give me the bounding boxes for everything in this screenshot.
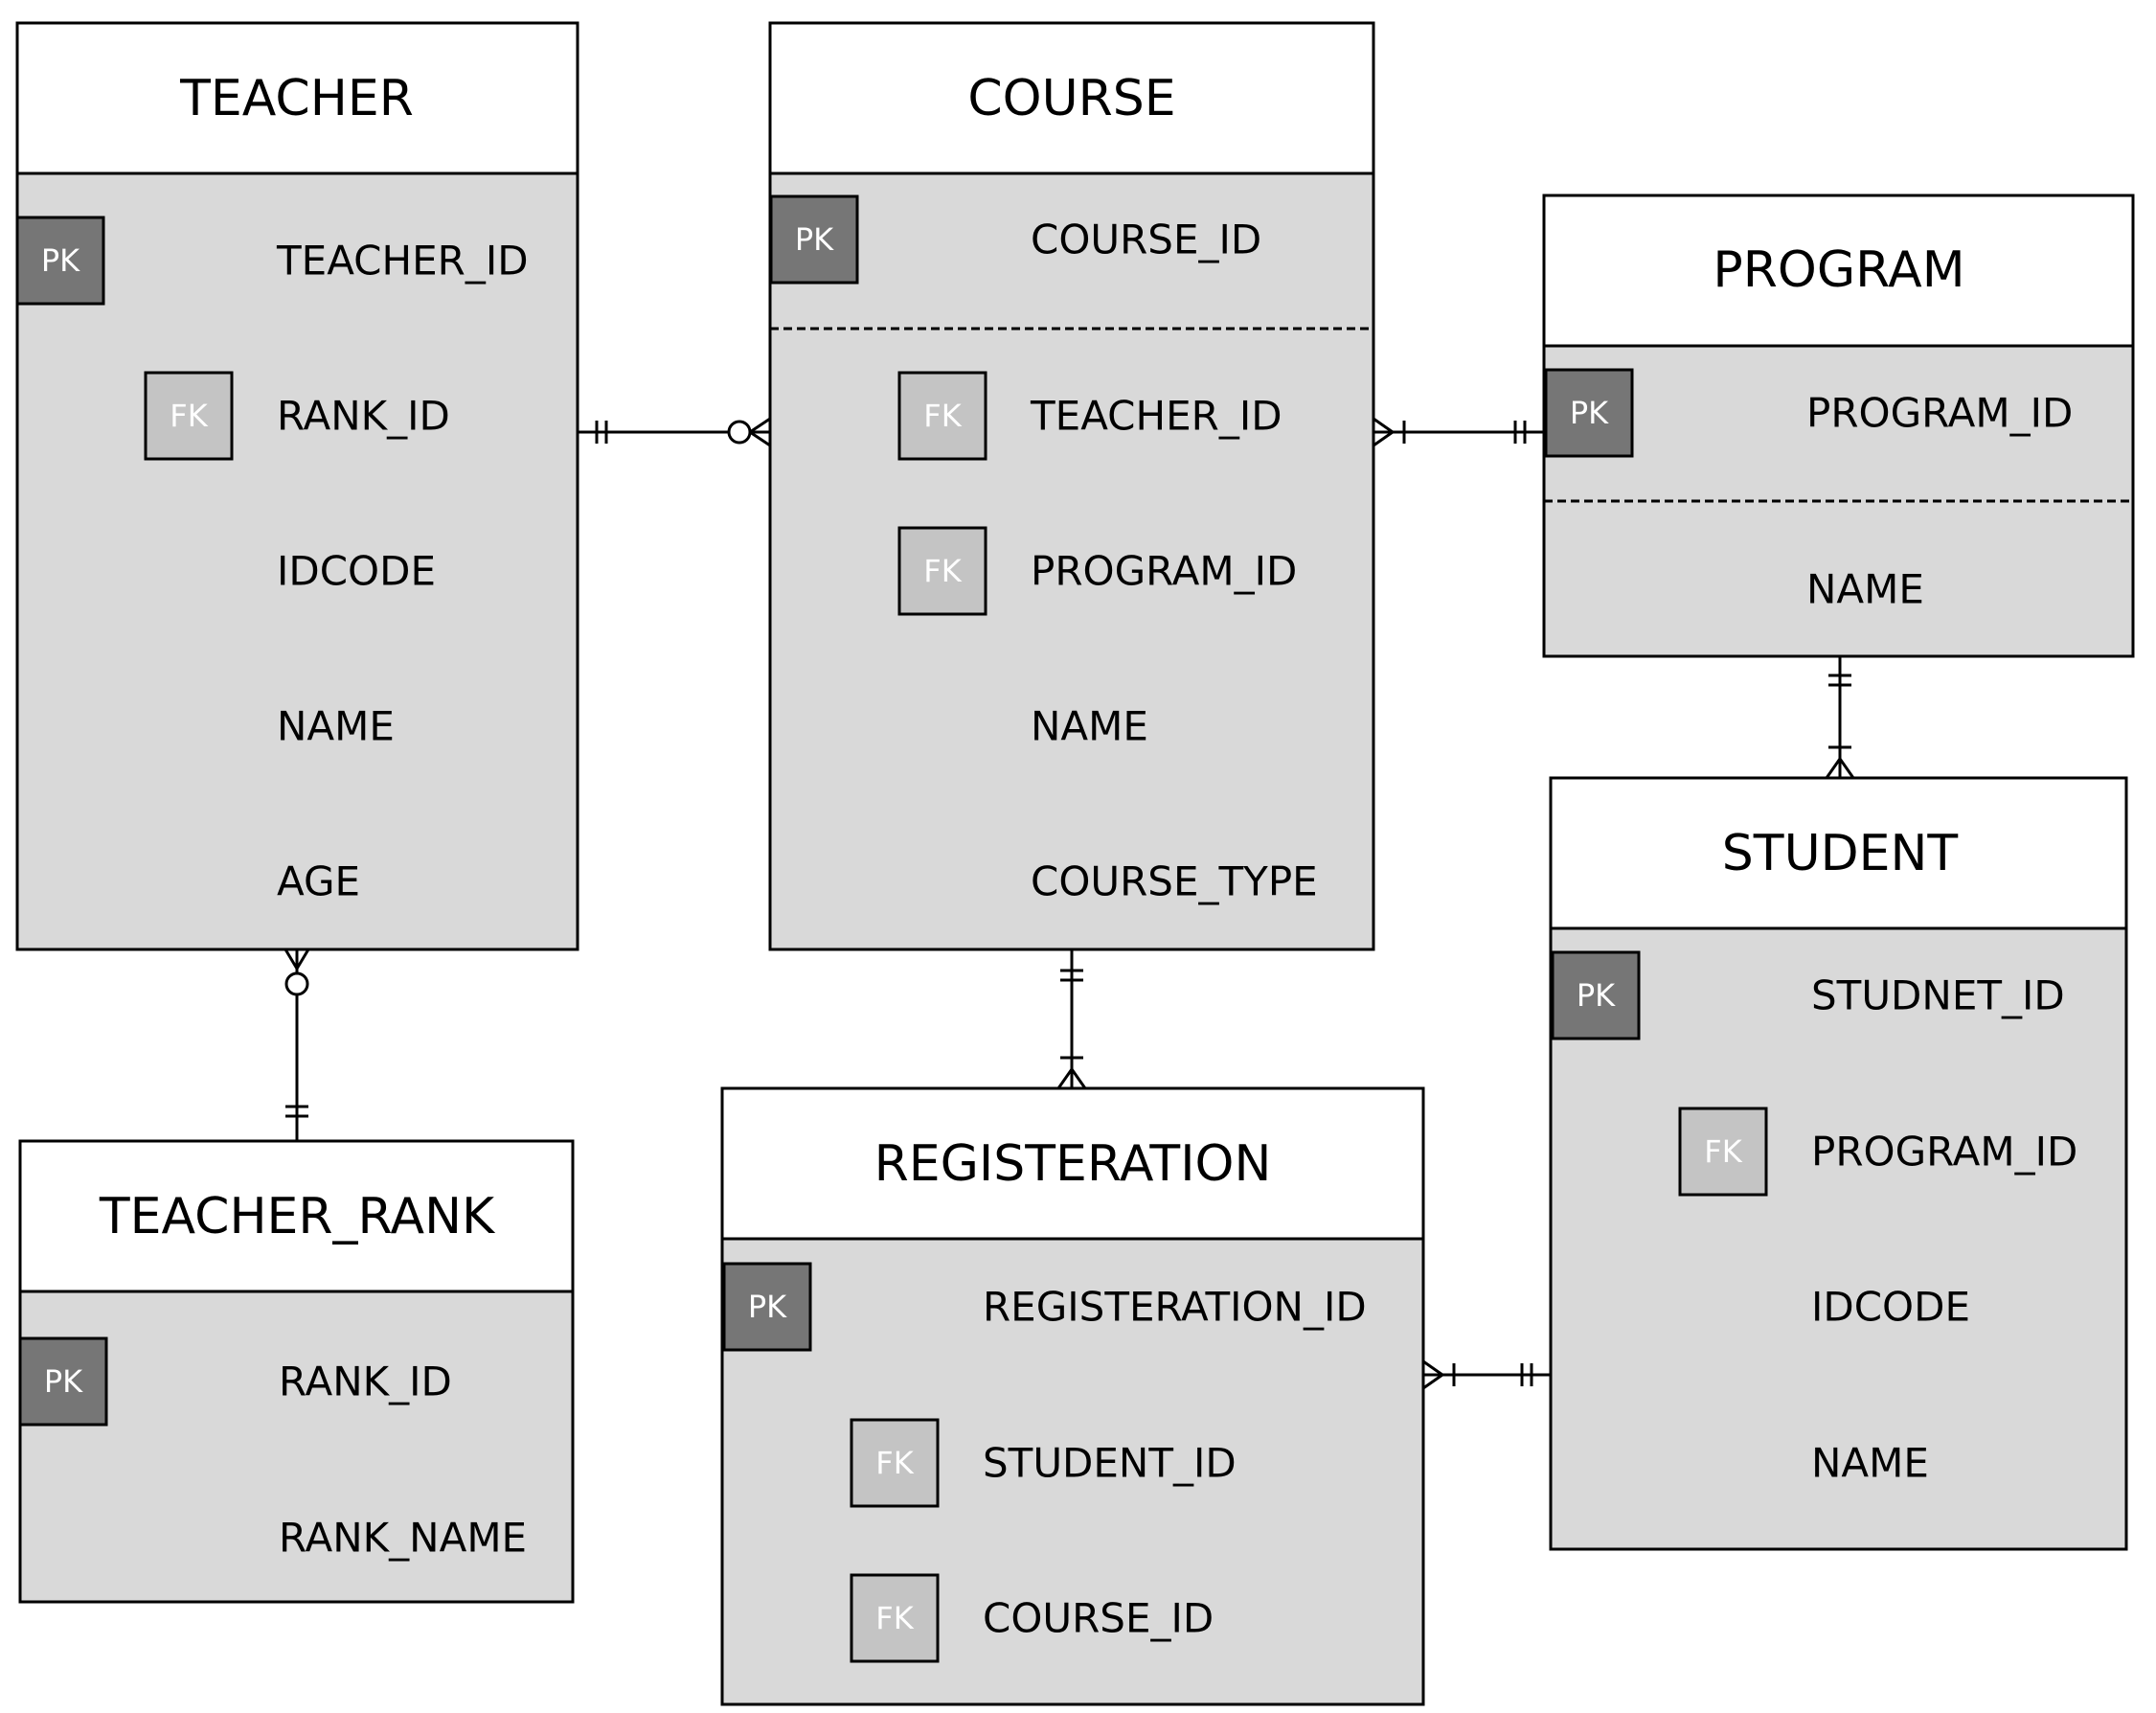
svg-text:PK: PK: [1577, 977, 1616, 1014]
fk-badge: FK: [850, 1573, 940, 1663]
fk-badge: FK: [850, 1418, 940, 1508]
fk-badge: FK: [897, 371, 987, 461]
svg-text:PK: PK: [1570, 395, 1609, 431]
course-body: [768, 171, 1375, 951]
teacher-title: TEACHER: [179, 70, 414, 127]
svg-text:FK: FK: [923, 553, 962, 589]
relationship-program-student[interactable]: [1825, 656, 1855, 779]
attribute-student-id: STUDENT_ID: [983, 1440, 1237, 1487]
registeration-header: [720, 1086, 1425, 1241]
relationship-teacher-course[interactable]: [578, 417, 771, 447]
attribute-name: NAME: [1031, 703, 1148, 750]
entity-program[interactable]: PROGRAM PK PROGRAM_ID NAME: [1542, 194, 2135, 658]
attribute-name: NAME: [1806, 566, 1924, 613]
student-body: [1549, 926, 2128, 1551]
attribute-age: AGE: [277, 858, 360, 905]
registeration-title: REGISTERATION: [874, 1135, 1272, 1193]
svg-text:PK: PK: [795, 221, 834, 258]
attribute-idcode: IDCODE: [277, 548, 436, 595]
relationship-course-registeration[interactable]: [1056, 949, 1087, 1089]
fk-badge: FK: [897, 526, 987, 616]
pk-badge: PK: [1544, 368, 1634, 458]
attribute-name: NAME: [1811, 1440, 1929, 1487]
pk-badge: PK: [722, 1262, 812, 1352]
teacher-rank-header: [18, 1139, 575, 1293]
attribute-rank-id: RANK_ID: [279, 1359, 452, 1405]
attribute-name: NAME: [277, 703, 395, 750]
teacher-rank-title: TEACHER_RANK: [99, 1188, 496, 1245]
teacher-header: [15, 21, 579, 175]
svg-text:FK: FK: [170, 398, 208, 434]
attribute-course-id: COURSE_ID: [1031, 217, 1261, 263]
fk-badge: FK: [1678, 1107, 1768, 1197]
pk-badge: PK: [1551, 950, 1641, 1040]
svg-text:PK: PK: [748, 1289, 787, 1325]
entity-registeration[interactable]: REGISTERATION PK REGISTERATION_ID FK STU…: [720, 1086, 1425, 1706]
teacher-body: [15, 171, 579, 951]
attribute-rank-name: RANK_NAME: [279, 1515, 527, 1562]
attribute-studnet-id: STUDNET_ID: [1811, 972, 2065, 1019]
relationship-course-program[interactable]: [1373, 417, 1544, 447]
svg-text:PK: PK: [44, 1363, 83, 1400]
svg-text:FK: FK: [923, 398, 962, 434]
relationship-teacher-rank[interactable]: [284, 948, 310, 1141]
registeration-body: [720, 1237, 1425, 1706]
attribute-program-id: PROGRAM_ID: [1031, 548, 1297, 595]
program-header: [1542, 194, 2135, 348]
teacher-rank-body: [18, 1290, 575, 1604]
course-header: [768, 21, 1375, 175]
pk-badge: PK: [15, 216, 105, 306]
attribute-course-type: COURSE_TYPE: [1031, 858, 1318, 905]
relationship-registeration-student[interactable]: [1422, 1359, 1551, 1390]
attribute-teacher-id: TEACHER_ID: [1030, 393, 1282, 440]
svg-text:FK: FK: [1704, 1133, 1742, 1170]
pk-badge: PK: [18, 1336, 108, 1427]
entity-teacher[interactable]: TEACHER PK TEACHER_ID FK RANK_ID IDCODE …: [15, 21, 579, 951]
svg-text:FK: FK: [875, 1445, 914, 1481]
course-title: COURSE: [967, 70, 1175, 127]
attribute-program-id: PROGRAM_ID: [1811, 1129, 2077, 1176]
entity-teacher-rank[interactable]: TEACHER_RANK PK RANK_ID RANK_NAME: [18, 1139, 575, 1604]
entity-student[interactable]: STUDENT PK STUDNET_ID FK PROGRAM_ID IDCO…: [1549, 776, 2128, 1551]
attribute-course-id: COURSE_ID: [983, 1595, 1214, 1642]
student-header: [1549, 776, 2128, 930]
attribute-teacher-id: TEACHER_ID: [276, 238, 529, 285]
student-title: STUDENT: [1722, 825, 1959, 882]
svg-text:FK: FK: [875, 1600, 914, 1636]
entity-course[interactable]: COURSE PK COURSE_ID FK TEACHER_ID FK PRO…: [768, 21, 1375, 951]
attribute-program-id: PROGRAM_ID: [1806, 390, 2073, 437]
attribute-rank-id: RANK_ID: [277, 393, 450, 440]
pk-badge: PK: [769, 194, 859, 285]
fk-badge: FK: [144, 371, 234, 461]
program-title: PROGRAM: [1713, 241, 1964, 299]
attribute-registeration-id: REGISTERATION_ID: [983, 1284, 1367, 1331]
svg-text:PK: PK: [41, 242, 80, 279]
attribute-idcode: IDCODE: [1811, 1284, 1970, 1331]
